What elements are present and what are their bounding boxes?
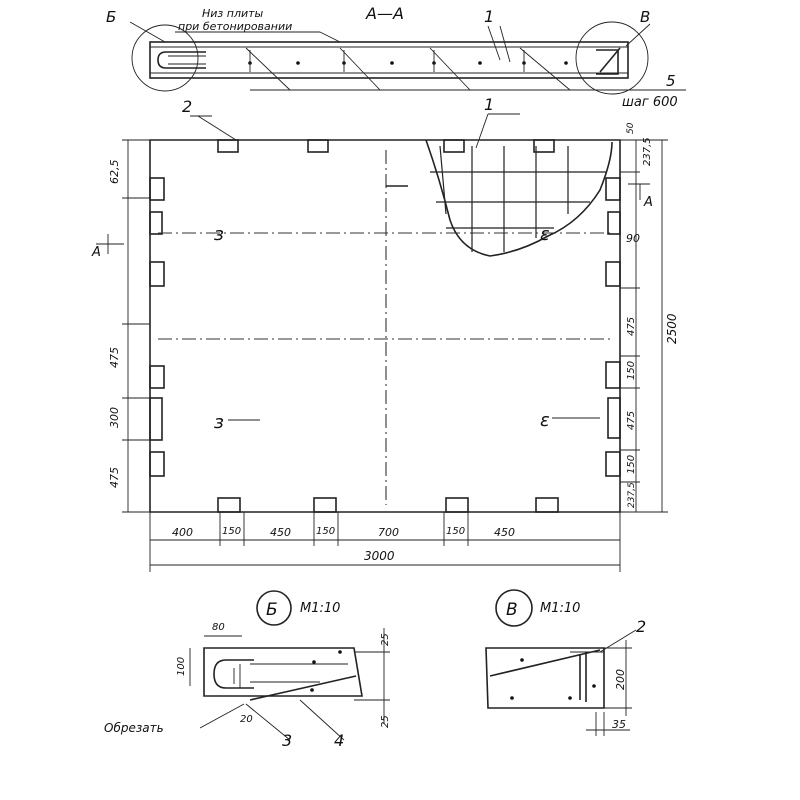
detail-v-dim-1: 35 (612, 718, 626, 731)
dim-bottom-0: 400 (172, 526, 193, 539)
slab-plan: ɜ ɛ ɜ ɛ А А 2 1 (91, 95, 653, 513)
dim-90: 90 (626, 232, 640, 245)
end-loop-left (157, 51, 206, 69)
callout-circle-v (575, 21, 649, 95)
detail-b-dim-2: 100 (176, 657, 187, 676)
detail-b-pos-3: 3 (282, 731, 292, 750)
detail-b-pos-4: 4 (334, 731, 344, 750)
position-1-plan: 1 (484, 95, 494, 114)
dim-overall-height: 2500 (665, 313, 679, 344)
reinforcement-mesh (430, 145, 606, 252)
dim-right-4: 237,5 (627, 482, 637, 508)
slab-section-outline (149, 41, 629, 79)
detail-b-outline (203, 647, 363, 697)
callout-label-b: Б (106, 8, 116, 26)
dim-right-3: 150 (626, 455, 637, 474)
slab-outline (149, 139, 621, 513)
svg-text:ɛ: ɛ (540, 410, 550, 431)
dim-left-1: 475 (108, 347, 121, 368)
note-bottom-of-slab-line2: при бетонировании (178, 20, 292, 33)
dim-bottom-2: 450 (270, 526, 291, 539)
detail-b-dim-4: 25 (380, 715, 391, 728)
callout-circle-b (131, 24, 199, 92)
detail-v: В М1:10 200 35 2 (485, 589, 646, 736)
dim-top-right-1: 237,5 (642, 137, 653, 166)
position-2-plan: 2 (182, 97, 192, 116)
dim-right-2: 475 (626, 411, 637, 430)
dim-left-3: 475 (108, 467, 121, 488)
section-mark-left: А (91, 245, 101, 260)
dim-bottom-5: 150 (446, 526, 465, 537)
callout-label-v: В (640, 8, 650, 26)
dim-bottom-6: 450 (494, 526, 515, 539)
dim-right-1: 150 (626, 361, 637, 380)
detail-v-pos-2: 2 (636, 617, 646, 636)
detail-b-callout: Б (266, 600, 278, 620)
dim-right-0: 475 (626, 317, 637, 336)
section-title: А—А (365, 4, 404, 23)
dim-top-right-0: 50 (626, 122, 636, 134)
svg-text:ɜ: ɜ (214, 224, 224, 245)
detail-v-dim-0: 200 (614, 669, 627, 690)
detail-b-dim-1: 25 (380, 633, 391, 646)
dim-left-2: 300 (108, 407, 121, 428)
pitch-note: шаг 600 (622, 95, 678, 110)
detail-b-dim-3: 20 (240, 714, 253, 725)
dim-bottom-4: 700 (378, 526, 399, 539)
svg-text:ɛ: ɛ (540, 224, 550, 245)
detail-v-callout: В (506, 600, 518, 620)
detail-b-dim-0: 80 (212, 622, 225, 633)
dim-overall-width: 3000 (364, 549, 395, 563)
dim-bottom-1: 150 (222, 526, 241, 537)
dim-left-0: 62,5 (108, 160, 121, 185)
dim-bottom-3: 150 (316, 526, 335, 537)
detail-b-scale: М1:10 (300, 601, 340, 616)
svg-text:ɜ: ɜ (214, 412, 224, 433)
position-1-top: 1 (484, 7, 494, 26)
detail-b: Б М1:10 80 25 100 20 25 Обрезать 3 4 (104, 590, 391, 750)
section-a-a: Б Низ плиты при бетонировании А—А 1 В 5 … (106, 4, 686, 110)
detail-b-note: Обрезать (104, 721, 164, 735)
note-bottom-of-slab-line1: Низ плиты (202, 7, 264, 20)
section-mark-right: А (643, 195, 653, 210)
position-5: 5 (666, 72, 676, 90)
cutaway-boundary (425, 139, 613, 257)
detail-v-scale: М1:10 (540, 601, 580, 616)
dimension-lines: 62,5 475 300 475 50 237,5 90 2500 475 15… (108, 122, 679, 572)
end-loop-right (596, 49, 619, 75)
